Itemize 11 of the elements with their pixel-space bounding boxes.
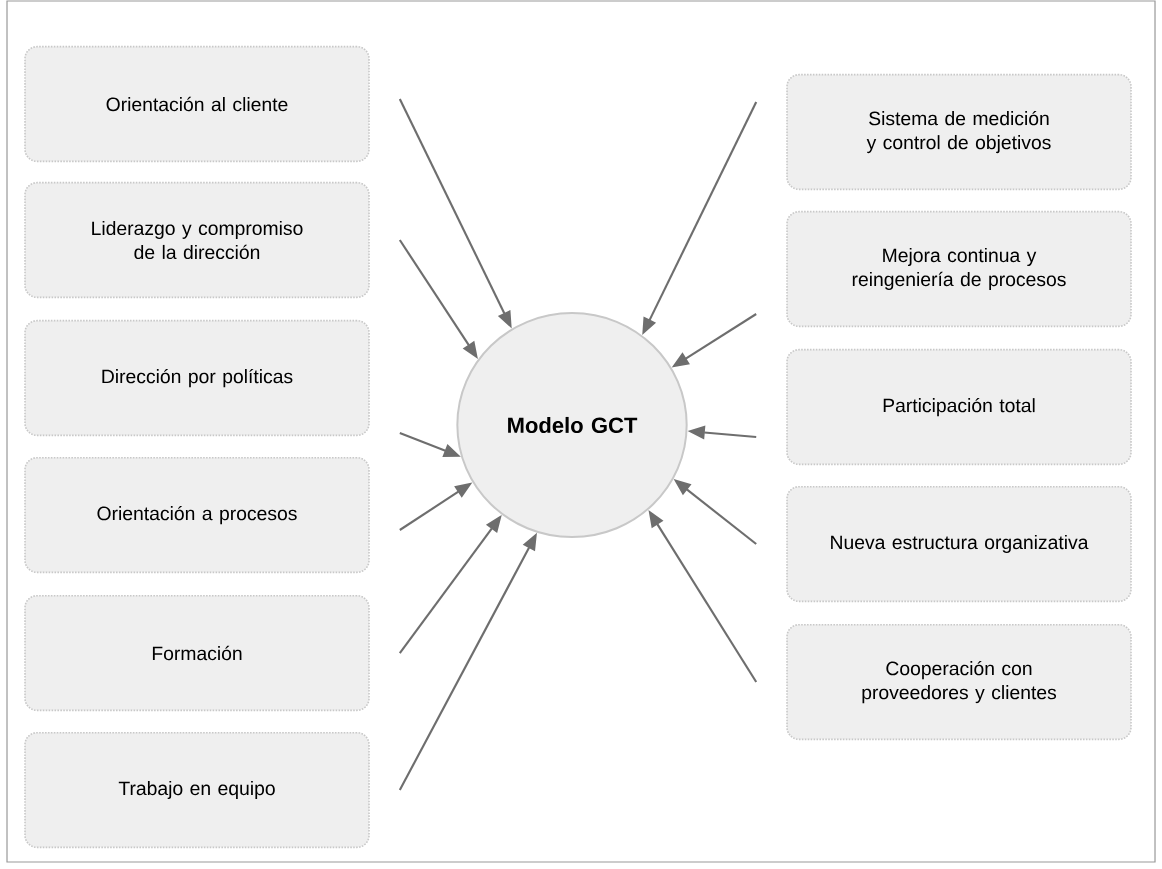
concept-box: Dirección por políticas [24,319,370,437]
concept-box: Orientación al cliente [24,45,370,163]
concept-box: Sistema de medición y control de objetivos [786,73,1132,191]
concept-box: Liderazgo y compromiso de la dirección [24,181,370,299]
concept-box: Formación [24,594,370,712]
concept-box: Nueva estructura organizativa [786,485,1132,603]
concept-box: Cooperación con proveedores y clientes [786,623,1132,741]
concept-box: Mejora continua y reingeniería de procesos [786,210,1132,328]
concept-box: Trabajo en equipo [24,731,370,849]
concept-box: Participación total [786,348,1132,466]
concept-box: Orientación a procesos [24,456,370,574]
